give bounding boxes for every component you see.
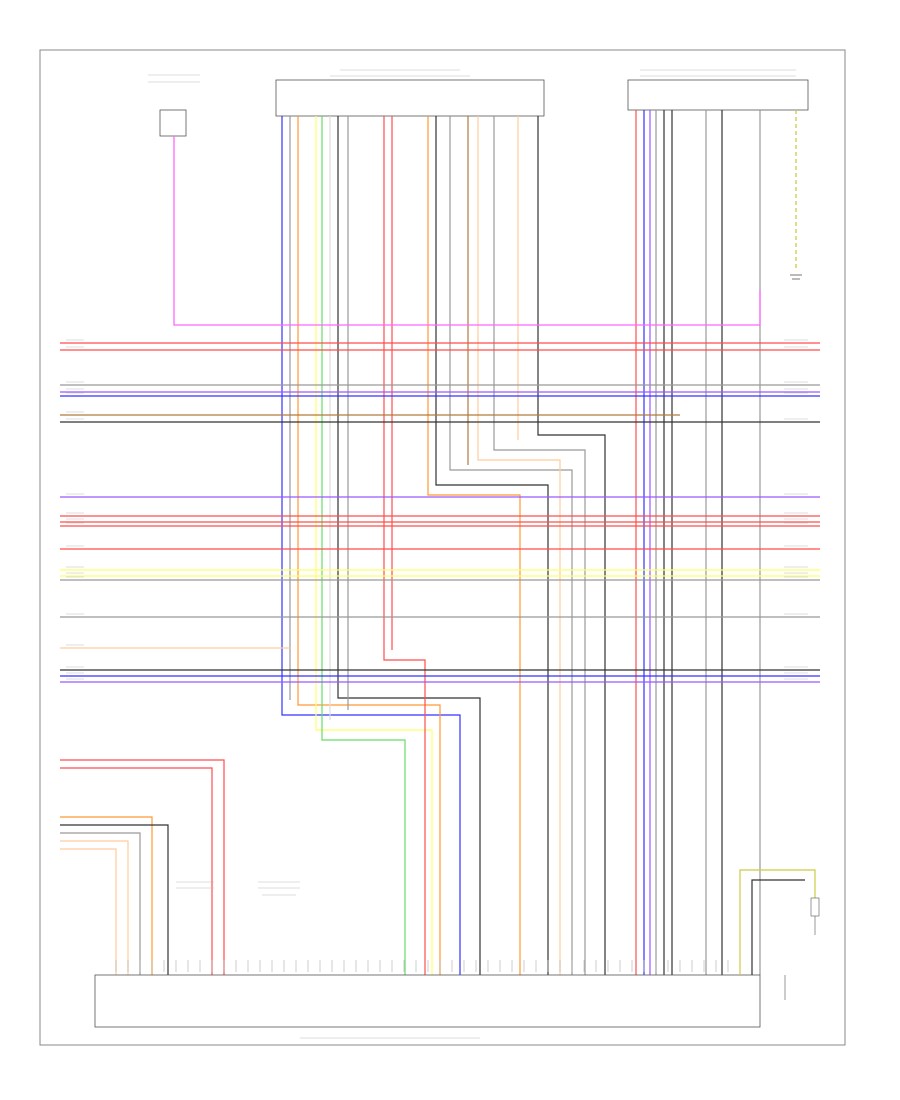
- electric-park-brake-module: [627, 69, 809, 111]
- trans-wire-2: [297, 116, 441, 975]
- left-wire-0: [60, 759, 225, 975]
- trans-wire-12: [449, 116, 573, 975]
- right-connector-group: [784, 339, 808, 680]
- trans-wire-8: [383, 116, 426, 975]
- trans-wire-17: [537, 116, 606, 975]
- trans-wire-6: [337, 116, 481, 975]
- transmission-module: [275, 69, 545, 117]
- left-wire-1: [60, 767, 213, 975]
- diagram-frame: [39, 49, 846, 1046]
- small-connector-a: [176, 881, 214, 889]
- left-wire-5: [60, 840, 129, 975]
- trans-wire-10: [427, 116, 521, 975]
- ground-point: [790, 110, 802, 280]
- pink-wire-cluster: [173, 136, 761, 326]
- main-control-module: [94, 974, 761, 1039]
- trans-wire-11: [435, 116, 549, 975]
- horizontal-bus-wires: [60, 342, 820, 683]
- left-connector-group: [66, 339, 84, 680]
- trans-wire-3: [315, 116, 433, 975]
- small-connector-b: [258, 881, 300, 896]
- trans-wire-14: [477, 116, 561, 975]
- left-wire-6: [60, 848, 117, 975]
- trans-wire-4: [321, 116, 406, 975]
- left-wire-3: [60, 824, 169, 975]
- trans-wire-15: [493, 116, 586, 975]
- instrument-cluster: [148, 74, 200, 137]
- fuse-box-right: [739, 869, 820, 1000]
- trans-wire-0: [281, 116, 461, 975]
- left-wire-4: [60, 832, 141, 975]
- left-wire-2: [60, 816, 153, 975]
- module-pin-row: [115, 960, 729, 972]
- vertical-wires: [60, 110, 761, 975]
